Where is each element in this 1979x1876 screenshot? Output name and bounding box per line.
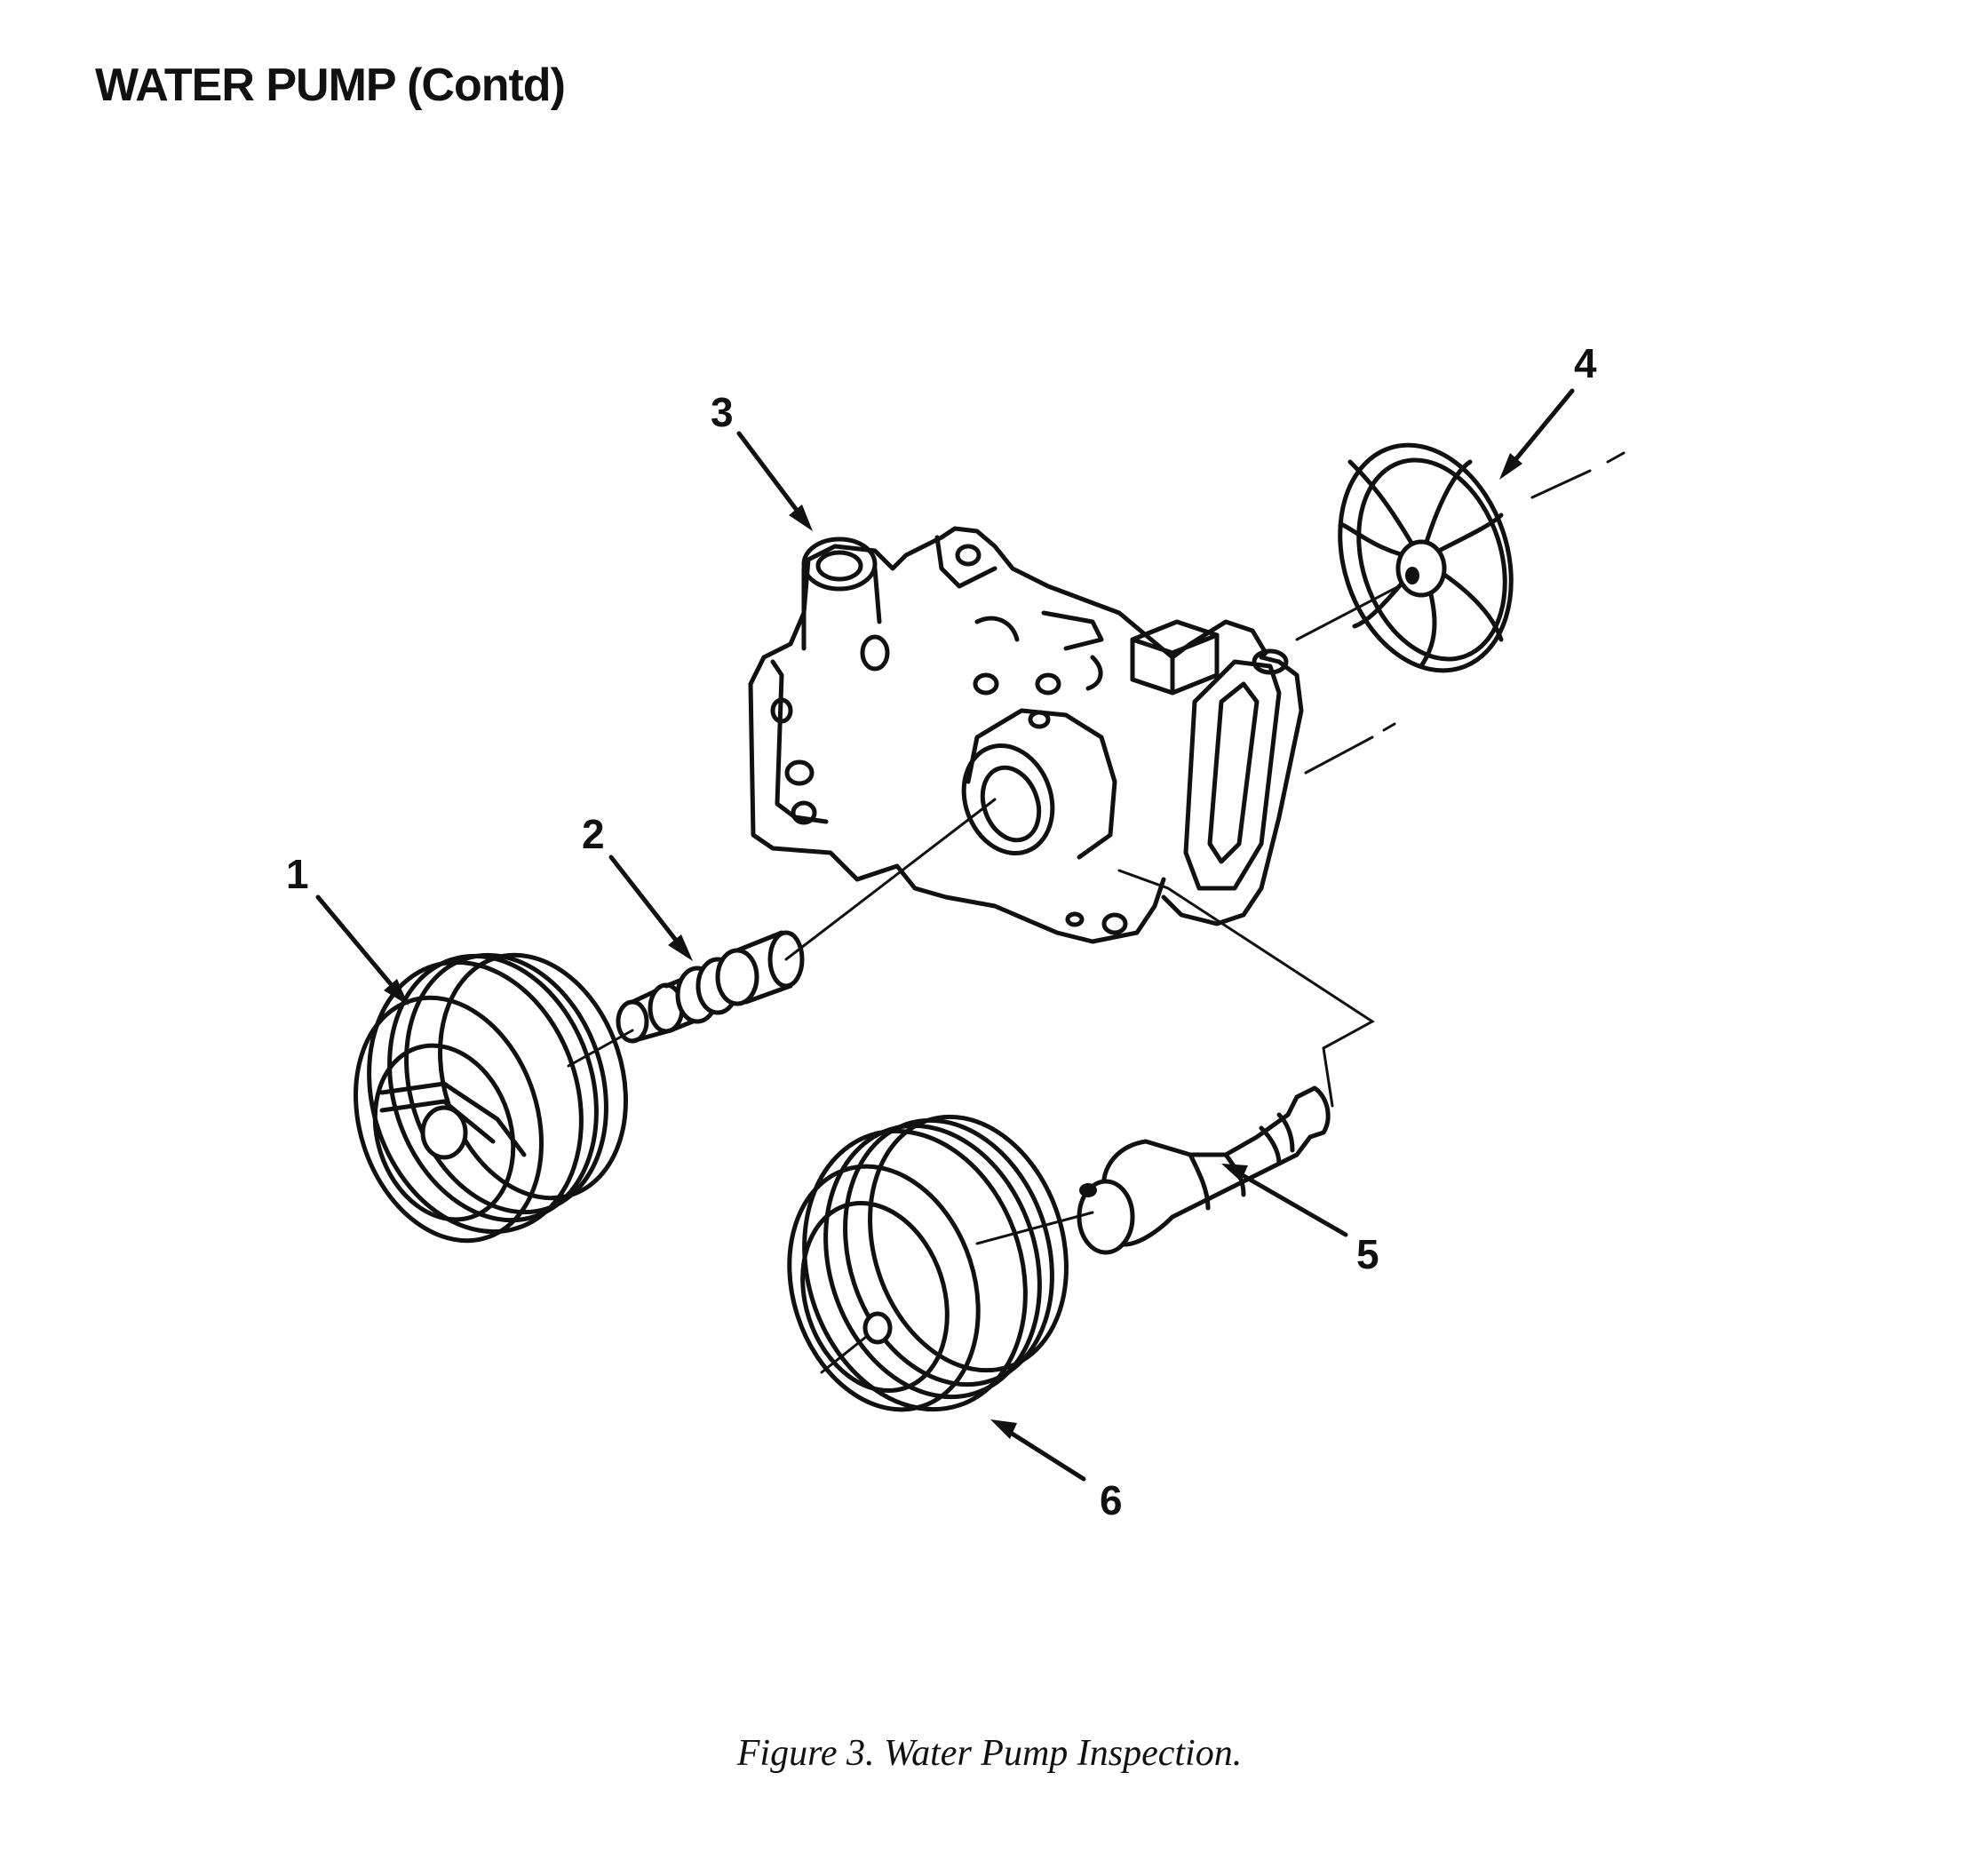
callout-4: 4	[1499, 340, 1597, 480]
callout-3: 3	[711, 389, 813, 531]
callout-5: 5	[1221, 1164, 1379, 1277]
pulley-lower	[787, 1114, 1069, 1412]
figure-caption: Figure 3. Water Pump Inspection.	[736, 1733, 1243, 1774]
pulley-left	[354, 952, 628, 1244]
shaft	[1077, 1085, 1331, 1255]
callout-6: 6	[990, 1419, 1123, 1523]
impeller	[1338, 442, 1514, 673]
callout-number: 1	[286, 851, 309, 897]
callout-number: 3	[711, 389, 734, 435]
callout-number: 2	[582, 811, 605, 857]
callout-1: 1	[286, 851, 409, 1006]
shaft-bearing	[616, 930, 805, 1044]
callout-2: 2	[582, 811, 693, 961]
page-title: WATER PUMP (Contd)	[95, 60, 566, 111]
callout-number: 4	[1574, 340, 1597, 386]
pump-housing	[748, 526, 1304, 944]
callout-number: 5	[1356, 1231, 1379, 1277]
callout-number: 6	[1100, 1477, 1123, 1523]
alignment-lines	[567, 451, 1625, 1374]
